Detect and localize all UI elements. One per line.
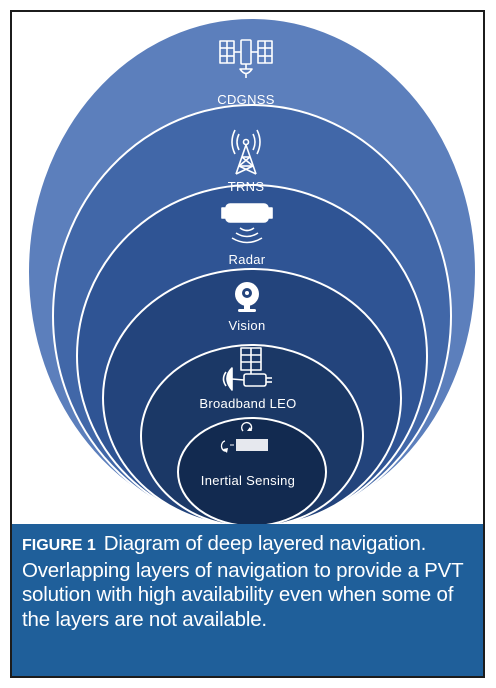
satellite-icon [219,39,273,78]
figure-caption-text: Diagram of deep layered navigation. Over… [22,532,464,631]
layer-label-inertial-sensing: Inertial Sensing [201,473,295,488]
layer-label-radar: Radar [229,252,266,267]
figure-frame: CDGNSS TRNS [10,10,485,678]
layer-label-cdgnss: CDGNSS [217,92,274,107]
layer-label-vision: Vision [229,318,266,333]
layer-inertial-sensing [177,417,327,524]
layer-label-broadband-leo: Broadband LEO [199,396,296,411]
figure-label: FIGURE 1 [22,537,96,554]
radio-tower-icon [231,129,261,175]
layer-label-trns: TRNS [228,179,265,194]
layered-navigation-diagram: CDGNSS TRNS [12,12,483,524]
radar-sensor-icon [221,203,273,244]
camera-icon [235,282,259,312]
imu-icon [220,421,268,453]
leo-satellite-dish-icon [222,347,272,391]
